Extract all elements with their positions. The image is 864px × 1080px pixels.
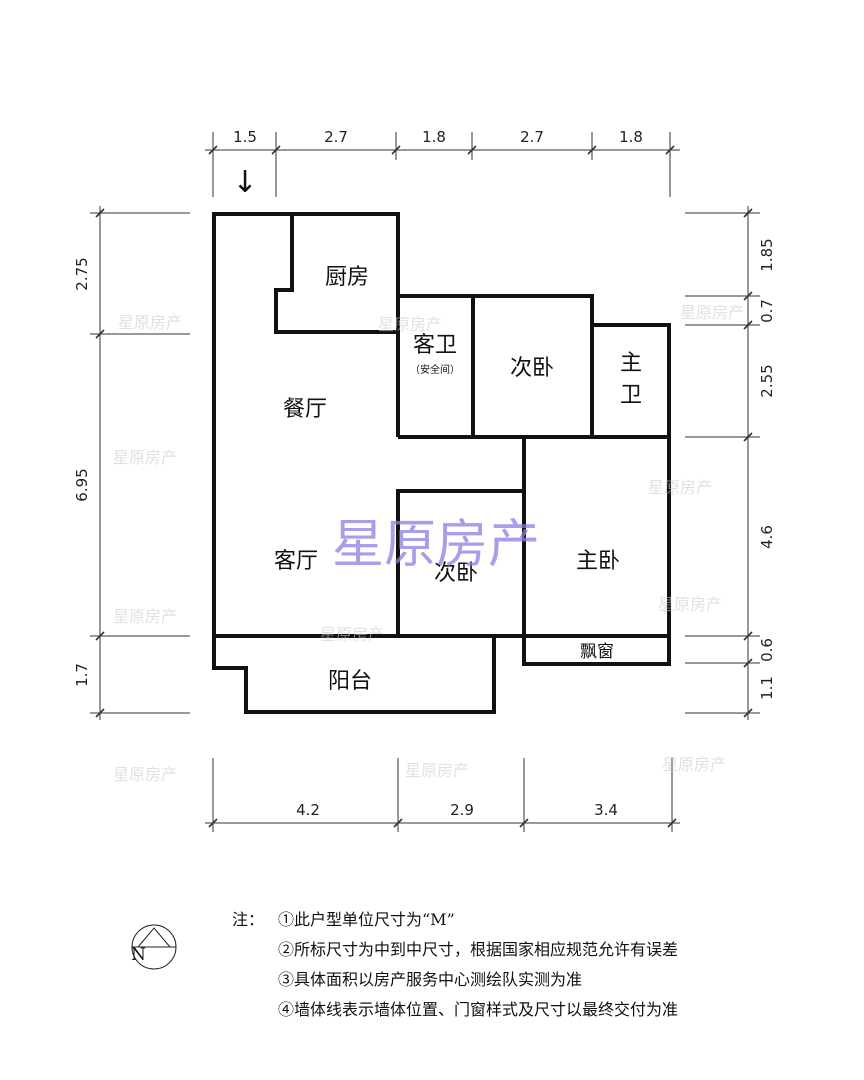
notes-block: 注： ①此户型单位尺寸为“M” ②所标尺寸为中到中尺寸，根据国家相应规范允许有误差…: [232, 905, 678, 1025]
watermark-10: 星原房产: [405, 761, 469, 780]
floor-plan: 1.5 2.7 1.8 2.7 1.8 ↓ 2.75 6.95 1.7: [73, 128, 776, 832]
room-balcony: 阳台: [328, 669, 372, 694]
compass-north-label: N: [131, 945, 146, 965]
left-dimensions: 2.75 6.95 1.7: [73, 206, 190, 720]
entry-arrow: ↓: [232, 165, 257, 200]
room-guest-bath-note: （安全间）: [410, 363, 460, 376]
top-dim-3: 1.8: [422, 128, 446, 146]
right-dim-1: 1.85: [758, 238, 776, 271]
bottom-dim-1: 4.2: [296, 801, 320, 819]
watermark-3: 星原房产: [680, 303, 744, 322]
room-master-bath-2: 卫: [620, 383, 642, 408]
room-bay-window: 飘窗: [580, 642, 614, 662]
watermark-6: 星原房产: [113, 607, 177, 626]
bottom-dim-3: 3.4: [594, 801, 618, 819]
watermark-main: 星原房产: [332, 515, 540, 575]
room-second-bedroom-mid: 次卧: [434, 561, 478, 586]
left-dim-1: 2.75: [73, 257, 91, 290]
walls: [212, 212, 671, 714]
note-item-4: ④墙体线表示墙体位置、门窗样式及尺寸以最终交付为准: [278, 1000, 679, 1019]
top-dim-2: 2.7: [324, 128, 348, 146]
right-dim-2: 0.7: [758, 299, 776, 323]
room-dining: 餐厅: [283, 397, 327, 422]
watermark-8: 星原房产: [658, 595, 722, 614]
note-item-2: ②所标尺寸为中到中尺寸，根据国家相应规范允许有误差: [278, 940, 679, 959]
room-second-bedroom-top: 次卧: [510, 356, 554, 381]
notes-title: 注：: [232, 910, 265, 929]
watermark-4: 星原房产: [113, 448, 177, 467]
right-dim-3: 2.55: [758, 364, 776, 397]
watermark-5: 星原房产: [648, 478, 712, 497]
room-kitchen: 厨房: [325, 265, 369, 290]
note-item-3: ③具体面积以房产服务中心测绘队实测为准: [278, 970, 583, 989]
right-dim-5: 0.6: [758, 638, 776, 662]
watermark-2: 星原房产: [378, 315, 442, 334]
bottom-dimensions: 4.2 2.9 3.4: [205, 758, 680, 832]
watermark-11: 星原房产: [662, 755, 726, 774]
right-dim-6: 1.1: [758, 676, 776, 700]
top-dim-5: 1.8: [619, 128, 643, 146]
note-item-1: ①此户型单位尺寸为“M”: [278, 910, 455, 929]
watermark-9: 星原房产: [113, 765, 177, 784]
room-master-bedroom: 主卧: [576, 549, 620, 574]
room-guest-bath: 客卫: [413, 333, 457, 358]
left-dim-3: 1.7: [73, 663, 91, 687]
watermark-7: 星原房产: [320, 625, 384, 644]
top-dim-1: 1.5: [233, 128, 257, 146]
top-dimensions: 1.5 2.7 1.8 2.7 1.8: [205, 128, 680, 197]
right-dim-4: 4.6: [758, 525, 776, 549]
compass-icon: [131, 924, 177, 970]
right-dimensions: 1.85 0.7 2.55 4.6 0.6 1.1: [685, 206, 776, 720]
note-row-1: 注： ①此户型单位尺寸为“M”: [232, 905, 678, 935]
room-master-bath-1: 主: [620, 351, 642, 376]
watermark-1: 星原房产: [118, 313, 182, 332]
left-dim-2: 6.95: [73, 468, 91, 501]
room-living: 客厅: [274, 549, 318, 574]
top-dim-4: 2.7: [520, 128, 544, 146]
bottom-dim-2: 2.9: [450, 801, 474, 819]
